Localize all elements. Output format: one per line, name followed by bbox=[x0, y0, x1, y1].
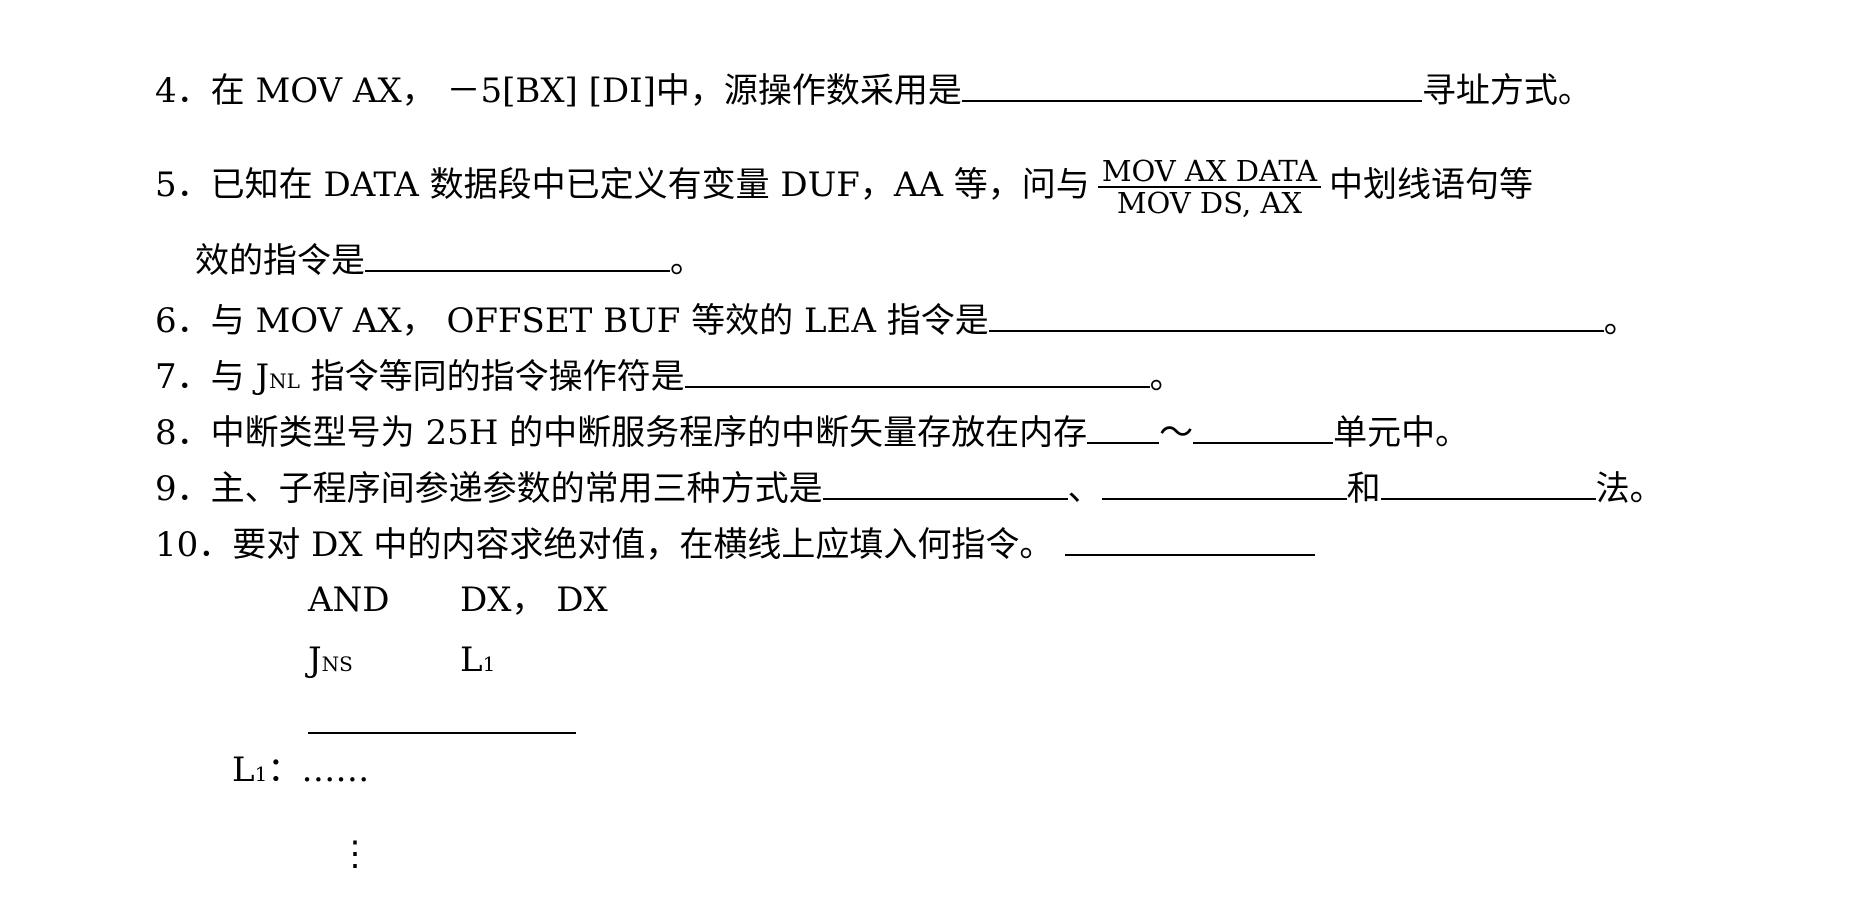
code-operand: L bbox=[460, 640, 483, 680]
question-number: 7． bbox=[155, 357, 211, 397]
fraction-numerator: MOV AX DATA bbox=[1097, 156, 1322, 188]
subscript: 1 bbox=[254, 762, 268, 786]
code-opcode: J bbox=[308, 640, 322, 680]
question-text: 与 MOV AX， OFFSET BUF 等效的 LEA 指令是 bbox=[210, 301, 989, 341]
fraction-denominator: MOV DS, AX bbox=[1116, 186, 1303, 220]
question-5-continuation: 效的指令是 。 bbox=[195, 238, 704, 281]
answer-blank[interactable] bbox=[308, 700, 576, 734]
question-8: 8．中断类型号为 25H 的中断服务程序的中断矢量存放在内存 ～ 单元中。 bbox=[155, 410, 1469, 453]
code-operands: DX， DX bbox=[460, 580, 608, 620]
answer-blank[interactable] bbox=[365, 238, 670, 272]
question-text: 已知在 DATA 数据段中已定义有变量 DUF，AA 等，问与 bbox=[210, 165, 1090, 205]
question-text: 中划线语句等 bbox=[1329, 165, 1534, 205]
separator: 、 bbox=[1067, 469, 1102, 509]
answer-blank-1[interactable] bbox=[822, 466, 1068, 500]
code-line-blank bbox=[308, 700, 576, 743]
subscript: NS bbox=[321, 652, 353, 676]
answer-blank-2[interactable] bbox=[1101, 466, 1347, 500]
answer-blank[interactable] bbox=[961, 68, 1422, 102]
question-7: 7．与 JNL 指令等同的指令操作符是 。 bbox=[155, 354, 1184, 401]
question-text: 主、子程序间参递参数的常用三种方式是 bbox=[210, 469, 823, 509]
question-text: 单元中。 bbox=[1333, 413, 1470, 453]
question-number: 4． bbox=[155, 71, 211, 111]
code-label: L bbox=[232, 750, 255, 790]
subscript: 1 bbox=[482, 652, 496, 676]
code-opcode: AND bbox=[308, 580, 390, 620]
answer-blank-end[interactable] bbox=[1193, 410, 1334, 444]
code-line-vdots: ⋮ bbox=[338, 834, 372, 874]
separator: 和 bbox=[1346, 469, 1381, 509]
question-4: 4．在 MOV AX， －5[BX] [DI]中，源操作数采用是 寻址方式。 bbox=[155, 68, 1592, 111]
question-text: 指令等同的指令操作符是 bbox=[299, 357, 685, 397]
answer-blank-start[interactable] bbox=[1087, 410, 1160, 444]
subscript: NL bbox=[269, 369, 300, 393]
code-line-and: AND DX， DX bbox=[308, 580, 608, 620]
question-text: 寻址方式。 bbox=[1421, 71, 1592, 111]
question-number: 9． bbox=[155, 469, 211, 509]
question-number: 5． bbox=[155, 165, 211, 205]
label-colon: ： bbox=[267, 750, 302, 790]
question-text: 效的指令是 bbox=[195, 241, 365, 281]
range-separator: ～ bbox=[1159, 413, 1194, 453]
answer-blank-3[interactable] bbox=[1380, 466, 1596, 500]
question-text: 法。 bbox=[1595, 469, 1664, 509]
punctuation: 。 bbox=[1149, 357, 1184, 397]
answer-blank[interactable] bbox=[684, 354, 1150, 388]
code-line-label: L1：…… bbox=[232, 750, 369, 794]
punctuation: 。 bbox=[1603, 301, 1638, 341]
question-10: 10．要对 DX 中的内容求绝对值，在横线上应填入何指令。 bbox=[155, 522, 1316, 565]
answer-blank[interactable] bbox=[988, 298, 1604, 332]
question-number: 6． bbox=[155, 301, 211, 341]
punctuation: 。 bbox=[670, 241, 704, 281]
question-text: 在 MOV AX， －5[BX] [DI]中，源操作数采用是 bbox=[210, 71, 962, 111]
question-text: 要对 DX 中的内容求绝对值，在横线上应填入何指令。 bbox=[232, 525, 1054, 565]
question-6: 6．与 MOV AX， OFFSET BUF 等效的 LEA 指令是 。 bbox=[155, 298, 1638, 341]
question-number: 10． bbox=[155, 525, 233, 565]
question-number: 8． bbox=[155, 413, 211, 453]
question-text: 与 J bbox=[210, 357, 270, 397]
ellipsis: …… bbox=[301, 750, 370, 790]
question-text: 中断类型号为 25H 的中断服务程序的中断矢量存放在内存 bbox=[210, 413, 1088, 453]
answer-blank[interactable] bbox=[1065, 522, 1316, 556]
question-9: 9．主、子程序间参递参数的常用三种方式是 、 和 法。 bbox=[155, 466, 1664, 509]
vertical-ellipsis: ⋮ bbox=[338, 834, 372, 874]
code-opcode-wrap: JNS bbox=[308, 640, 460, 684]
